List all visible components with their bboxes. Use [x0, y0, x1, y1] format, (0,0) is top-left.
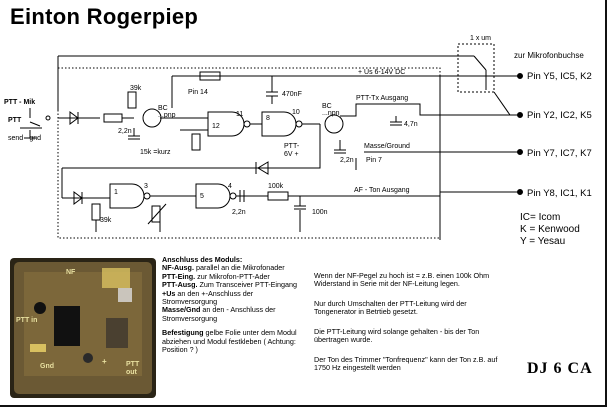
c100n-label: 100n	[312, 209, 328, 216]
module-line-2: PTT-Eing. zur Mikrofon-PTT-Ader	[162, 271, 270, 281]
photo-plus-label: +	[102, 357, 107, 366]
pin-label-4: Pin Y8, IC1, K1	[527, 188, 592, 199]
resistor-39k-b	[91, 203, 101, 221]
switch-box	[457, 43, 495, 93]
module-line-3: PTT-Ausg. Zum Transceiver PTT-Eingang	[162, 280, 298, 290]
ptt-mic-label: PTT - Mik	[4, 99, 35, 106]
cap-22-c	[239, 190, 245, 202]
pin7-label: Pin 7	[366, 157, 382, 164]
legend-yesau: Y = Yesau	[520, 236, 566, 247]
pin4-dot	[517, 189, 523, 195]
gate-12-num: 12	[212, 123, 220, 130]
gate-11-num: 11	[236, 111, 243, 118]
r39k-a-label: 39k	[130, 85, 142, 92]
gate-5-num: 5	[200, 193, 204, 200]
gate-8-inv	[295, 120, 303, 128]
pot-arrow	[147, 203, 167, 225]
cap-470n-label: 470nF	[282, 91, 302, 98]
resistor-100k	[267, 191, 289, 201]
diode-in	[58, 111, 100, 125]
c22a-label: 2,2n	[118, 128, 132, 135]
ptt-ground	[24, 130, 36, 139]
pin1-dot	[517, 73, 523, 79]
wire-vcc	[171, 75, 440, 108]
gate-1	[109, 183, 145, 209]
note-1: Wenn der NF-Pegel zu hoch ist = z.B. ein…	[314, 271, 490, 289]
diode-feedback	[255, 161, 269, 175]
gate-10-num: 10	[292, 109, 300, 116]
photo-gnd-label: Gnd	[40, 363, 54, 370]
wire-ptt-out	[340, 103, 440, 117]
cap-470n	[266, 76, 278, 104]
module-heading: Anschluss des Moduls:	[162, 255, 243, 264]
page-title: Einton Rogerpiep	[10, 4, 199, 29]
module-fix: Befestigung gelbe Folie unter dem Modul …	[162, 328, 297, 355]
wire-feedback	[62, 124, 321, 169]
cap-22-b	[334, 140, 346, 154]
gate-5-inv	[229, 192, 237, 200]
pin14-label: Pin 14	[188, 89, 208, 96]
pin-label-2: Pin Y2, IC2, K5	[527, 110, 592, 121]
r39k-b-label: 39k	[100, 217, 112, 224]
pnp-label: BC...pnp	[158, 105, 176, 119]
author-callsign: DJ 6 CA	[527, 360, 593, 377]
c47n-label: 4,7n	[404, 121, 418, 128]
wire-switch-pin2	[493, 91, 511, 116]
pot-freq	[151, 205, 161, 223]
gate-1-num: 1	[114, 189, 118, 196]
resistor-vcc	[199, 71, 221, 81]
resistor-39k-a	[127, 91, 137, 109]
pot-15k	[191, 133, 201, 151]
wire-gate12-in	[160, 117, 208, 131]
r100k-label: 100k	[268, 183, 284, 190]
pin-label-3: Pin Y7, IC7, K7	[527, 148, 592, 159]
pin2-dot	[517, 112, 523, 118]
pin-label-1: Pin Y5, IC5, K2	[527, 71, 592, 82]
module-instructions: Anschluss des Moduls: NF-Ausg. parallel …	[162, 255, 298, 355]
legend: IC= Icom K = Kenwood Y = Yesau	[520, 212, 580, 248]
pin3-dot	[517, 149, 523, 155]
module-line-5: Masse/Gnd an den - Anschluss der Stromve…	[162, 305, 276, 323]
note-4: Der Ton des Trimmer "Tonfrequenz" kann d…	[314, 355, 498, 373]
wire-ground	[95, 210, 301, 232]
gate-3-num: 3	[144, 183, 148, 190]
cap-47n	[390, 116, 402, 126]
legend-kenwood: K = Kenwood	[520, 224, 580, 235]
ptt-label: PTT	[8, 117, 22, 124]
c22b-label: 2,2n	[340, 157, 354, 164]
cap-22-a	[128, 128, 140, 140]
module-boundary	[57, 67, 441, 239]
ptt-node	[45, 115, 51, 121]
cap-100n	[294, 196, 306, 210]
c22c-label: 2,2n	[232, 209, 246, 216]
af-label: AF - Ton Ausgang	[354, 187, 410, 194]
gate-8-num: 8	[266, 115, 270, 122]
resistor-in	[103, 113, 123, 123]
note-2: Nur durch Umschalten der PTT-Leitung wir…	[314, 299, 467, 317]
switch-note: 1 x um	[470, 35, 491, 42]
r15k-label: 15k =kurz	[140, 149, 171, 156]
ptt6v-label: PTT-6V +	[284, 143, 300, 158]
masse-label: Masse/Ground	[364, 143, 410, 150]
transistor-npn	[324, 114, 344, 134]
gate-4-num: 4	[228, 183, 232, 190]
photo-nf-label: NF	[66, 269, 76, 276]
gate-1-inv	[143, 192, 151, 200]
module-line-4: +Us an den +-Anschluss der Stromversorgu…	[162, 288, 254, 307]
note-3: Die PTT-Leitung wird solange gehalten - …	[314, 327, 480, 345]
photo-ptt-in-label: PTT in	[16, 317, 37, 324]
us-label: + Us 6-14V DC	[358, 69, 405, 76]
legend-icom: IC= Icom	[520, 212, 561, 223]
gate-12-inv	[243, 120, 251, 128]
mic-socket-label: zur Mikrofonbuchse	[514, 51, 584, 60]
ptt-switch	[20, 108, 42, 129]
npn-label: BC...npn	[322, 103, 340, 117]
switch-contacts	[458, 55, 487, 90]
module-line-1: NF-Ausg. parallel an die Mikrofonader	[162, 263, 285, 273]
ptt-tx-label: PTT-Tx Ausgang	[356, 95, 408, 102]
